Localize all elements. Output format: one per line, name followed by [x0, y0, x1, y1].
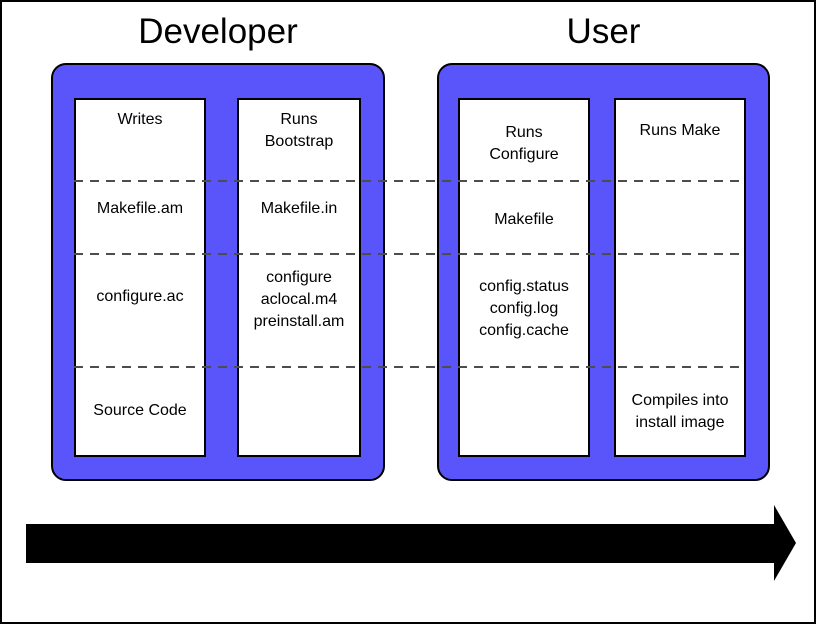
cell-runs-bootstrap: Runs Bootstrap — [264, 111, 334, 150]
cell-writes: Writes — [117, 111, 163, 128]
cell-configure-outputs: config.status config.log config.cache — [479, 278, 569, 339]
user-title: User — [566, 12, 641, 51]
developer-title: Developer — [138, 12, 298, 51]
cell-bootstrap-outputs: configure aclocal.m4 preinstall.am — [253, 269, 345, 330]
cell-runs-make: Runs Make — [639, 122, 721, 139]
dashed-separator-1 — [74, 180, 746, 182]
flow-arrow-shaft — [26, 524, 774, 563]
user-column-1 — [458, 98, 590, 457]
cell-compiles-into: Compiles into install image — [631, 392, 729, 431]
developer-column-1 — [74, 98, 206, 457]
cell-runs-configure: Runs Configure — [489, 124, 559, 163]
dashed-separator-3 — [74, 366, 746, 368]
user-column-2 — [614, 98, 746, 457]
cell-makefile: Makefile — [494, 211, 554, 228]
cell-configure-ac: configure.ac — [96, 288, 184, 305]
developer-column-2 — [237, 98, 361, 457]
dashed-separator-2 — [74, 253, 746, 255]
cell-makefile-in: Makefile.in — [260, 200, 338, 217]
flow-arrow-head — [774, 505, 796, 581]
cell-source-code: Source Code — [93, 402, 187, 419]
cell-makefile-am: Makefile.am — [96, 200, 184, 217]
